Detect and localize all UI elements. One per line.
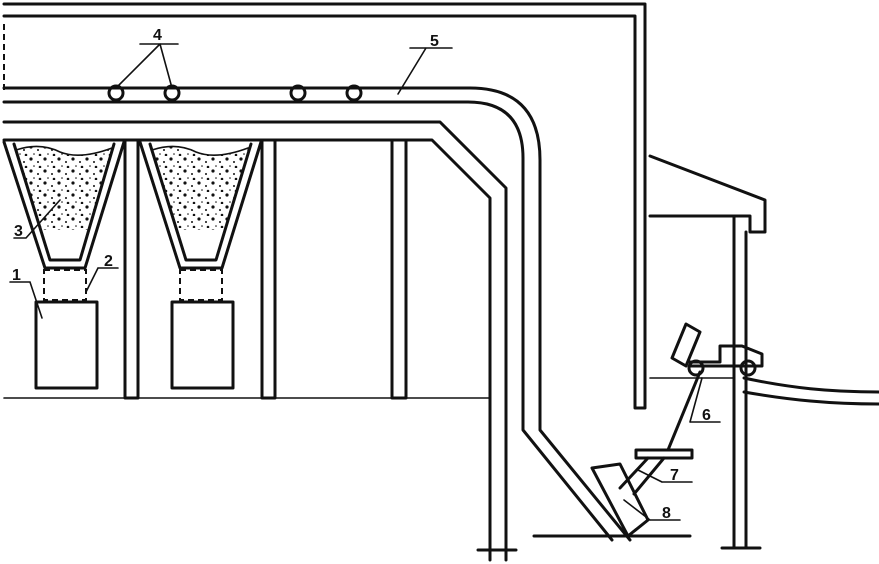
- roller-4: [345, 84, 363, 102]
- label-4: 4: [153, 27, 162, 44]
- feeder-left: [43, 269, 87, 301]
- ground: [476, 534, 762, 552]
- unit-left: [34, 300, 99, 390]
- label-1: 1: [12, 267, 21, 284]
- conveyor-gallery: [2, 86, 632, 562]
- bunker-left: [2, 140, 126, 270]
- label-3: 3: [14, 223, 23, 240]
- leader-lines: [9, 43, 721, 521]
- roller-1: [107, 84, 125, 102]
- feeders: [43, 269, 223, 301]
- unit-right: [170, 300, 235, 390]
- feeder-right: [179, 269, 223, 301]
- bunker-right: [138, 140, 263, 270]
- label-8: 8: [662, 505, 671, 522]
- truck-unloader: [670, 322, 879, 406]
- label-6: 6: [702, 407, 711, 424]
- receiving-units: [34, 300, 235, 390]
- building-frame: [2, 2, 647, 410]
- annex-building: [648, 154, 767, 550]
- roller-3: [289, 84, 307, 102]
- label-5: 5: [430, 33, 439, 50]
- support-columns: [3, 138, 491, 400]
- label-7: 7: [670, 467, 679, 484]
- label-2: 2: [104, 253, 113, 270]
